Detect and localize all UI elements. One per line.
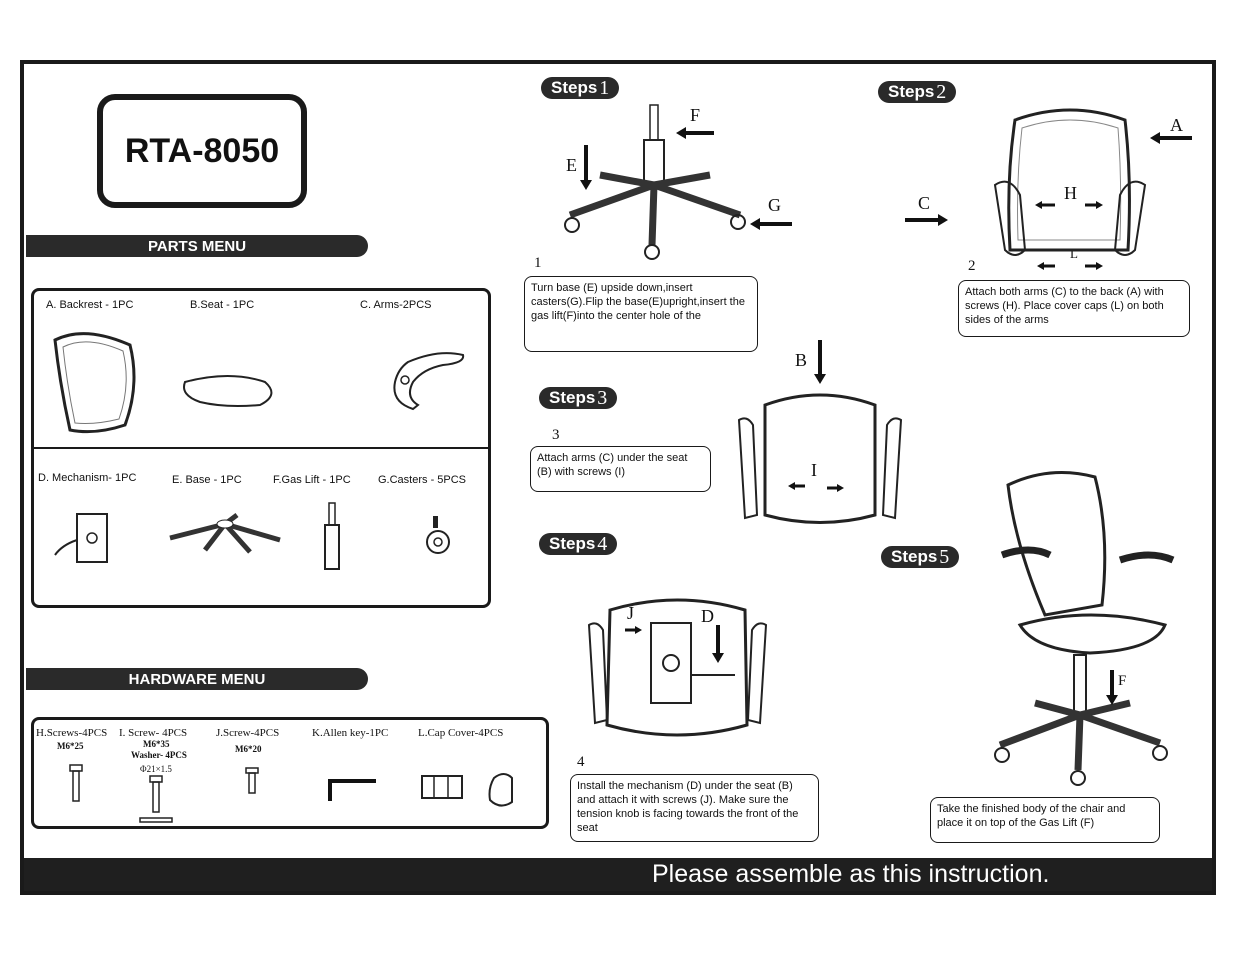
parts-menu-box xyxy=(31,288,491,608)
allen-key-icon xyxy=(328,779,376,801)
step5-finished-chair-illustration xyxy=(994,471,1175,786)
part-label-mechanism: D. Mechanism- 1PC xyxy=(38,472,137,484)
step1-letter-g: G xyxy=(768,195,781,215)
step2-instructions: Attach both arms (C) to the back (A) wit… xyxy=(958,280,1190,337)
step2-number: 2 xyxy=(968,258,976,274)
step1-number: 1 xyxy=(534,255,542,271)
hardware-washer-i: Washer- 4PCS xyxy=(131,750,187,760)
parts-divider xyxy=(33,447,489,449)
screw-i-icon xyxy=(139,775,173,823)
model-number: RTA-8050 xyxy=(97,94,307,208)
part-label-gas-lift: F.Gas Lift - 1PC xyxy=(273,474,351,486)
hardware-menu-title: HARDWARE MENU xyxy=(26,668,368,690)
hardware-label-h: H.Screws-4PCS xyxy=(36,727,108,739)
hardware-size-h: M6*25 xyxy=(57,741,84,751)
step4-instructions: Install the mechanism (D) under the seat… xyxy=(570,774,819,842)
step5-instructions: Take the finished body of the chair and … xyxy=(930,797,1160,843)
step3-number: 3 xyxy=(552,427,560,443)
part-label-backrest: A. Backrest - 1PC xyxy=(46,299,134,311)
step3-letter-b: B xyxy=(795,350,808,370)
step2-back-arms-illustration xyxy=(905,108,1192,270)
hardware-menu-box xyxy=(31,717,549,829)
screw-j-icon xyxy=(245,767,259,794)
step4-letter-d: D xyxy=(701,606,714,626)
instruction-sheet-frame xyxy=(20,60,1216,895)
parts-menu-title: PARTS MENU xyxy=(26,235,368,257)
hardware-washer-size: Φ21×1.5 xyxy=(140,764,172,774)
base-icon xyxy=(169,513,281,554)
part-label-arms: C. Arms-2PCS xyxy=(360,299,432,311)
step1-letter-e: E xyxy=(566,155,577,175)
step3-seat-arms-illustration xyxy=(737,340,903,524)
step2-letter-c: C xyxy=(918,193,931,213)
step5-letter-f: F xyxy=(1118,673,1127,689)
part-label-base: E. Base - 1PC xyxy=(172,474,242,486)
part-label-casters: G.Casters - 5PCS xyxy=(378,474,467,486)
step1-letter-f: F xyxy=(690,105,701,125)
caster-icon xyxy=(426,516,450,554)
cap-cover-icon xyxy=(421,775,463,799)
hardware-label-k: K.Allen key-1PC xyxy=(312,727,389,739)
backrest-icon xyxy=(53,332,136,434)
footer-banner: Please assemble as this instruction. xyxy=(24,858,1212,891)
gas-lift-icon xyxy=(324,502,340,570)
step4-mechanism-illustration xyxy=(587,598,768,737)
step2-letter-h: H xyxy=(1064,183,1077,203)
step3-instructions: Attach arms (C) under the seat (B) with … xyxy=(530,446,711,492)
seat-icon xyxy=(183,375,273,407)
step3-letter-i: I xyxy=(811,460,817,480)
hardware-size-j: M6*20 xyxy=(235,744,262,754)
cap-cover-side-icon xyxy=(488,773,513,807)
hardware-label-i: I. Screw- 4PCS xyxy=(119,727,188,739)
hardware-label-j: J.Screw-4PCS xyxy=(216,727,280,739)
mechanism-icon xyxy=(54,513,108,563)
step1-instructions: Turn base (E) upside down,insert casters… xyxy=(524,276,758,352)
step2-letter-a: A xyxy=(1170,115,1183,135)
step1-base-illustration xyxy=(564,104,792,260)
footer-text: Please assemble as this instruction. xyxy=(652,860,1050,888)
hardware-size-i: M6*35 xyxy=(143,739,170,749)
part-label-seat: B.Seat - 1PC xyxy=(190,299,255,311)
step2-letter-l: L xyxy=(1070,246,1078,261)
step4-letter-j: J xyxy=(627,603,635,623)
step4-number: 4 xyxy=(577,754,585,770)
screw-h-icon xyxy=(69,764,83,802)
arm-icon xyxy=(393,352,465,411)
hardware-label-l: L.Cap Cover-4PCS xyxy=(418,727,504,739)
